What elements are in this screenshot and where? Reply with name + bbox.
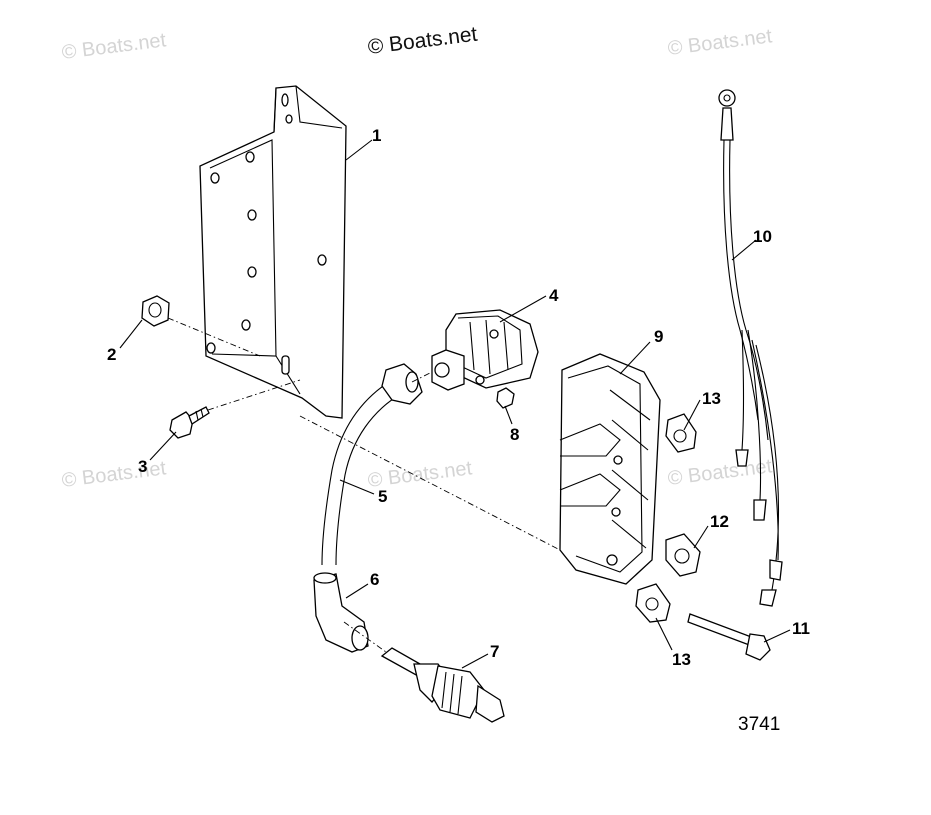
callout-11: 11 [792, 619, 810, 638]
spark-plug-boot [313, 572, 369, 653]
callout-3: 3 [138, 457, 147, 476]
cable-clip [665, 533, 701, 577]
callout-7: 7 [490, 642, 499, 661]
cable-clip [635, 583, 671, 623]
callout-6: 6 [370, 570, 379, 589]
bolt [169, 406, 210, 439]
bracket-plate [199, 85, 347, 419]
callout-5: 5 [378, 487, 387, 506]
callout-10: 10 [753, 227, 772, 246]
callout-13: 13 [702, 389, 721, 408]
ground-wire-harness [718, 89, 783, 607]
long-screw [687, 613, 771, 661]
switch-box [559, 353, 661, 585]
callout-1: 1 [372, 126, 381, 145]
cable-clip [665, 413, 697, 453]
spark-plug [380, 647, 505, 723]
nut [141, 295, 170, 327]
callout-9: 9 [654, 327, 663, 346]
figure-number: 3741 [738, 714, 781, 735]
callout-4: 4 [549, 286, 559, 305]
ignition-coil [431, 309, 539, 391]
callout-8: 8 [510, 425, 519, 444]
callout-12: 12 [710, 512, 729, 531]
small-nut [496, 387, 515, 409]
ignition-lead [321, 363, 423, 566]
callout-2: 2 [107, 345, 116, 364]
callout-13: 13 [672, 650, 691, 669]
